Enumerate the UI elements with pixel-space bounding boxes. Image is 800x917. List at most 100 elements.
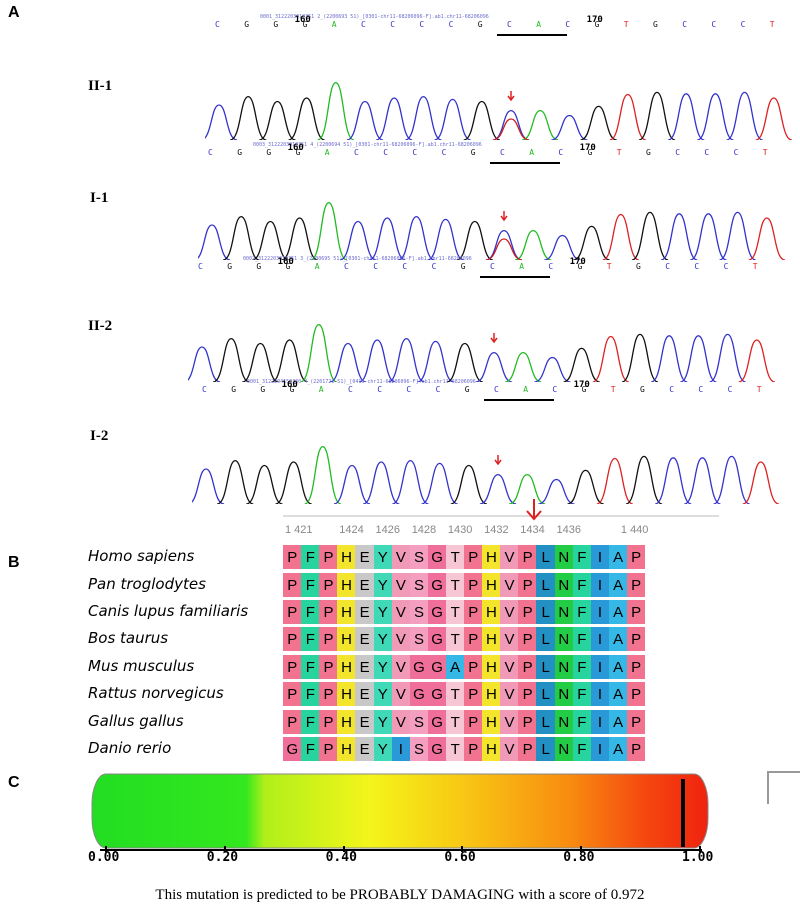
- aa-residue: Y: [373, 682, 393, 706]
- base-call: C: [552, 385, 558, 394]
- position-170: 170: [579, 143, 596, 153]
- aa-residue: L: [536, 573, 555, 597]
- base-call: C: [694, 262, 700, 271]
- peak-C: [479, 473, 517, 504]
- aa-residue: T: [445, 600, 465, 624]
- mutation-marker-icon: [490, 332, 498, 343]
- trace-file-name: 0001_3122203010351 2_(2200693 51)_[0301-…: [260, 14, 489, 20]
- peak-C: [544, 234, 581, 260]
- aa-residue: I: [590, 737, 610, 761]
- aa-residue: P: [319, 545, 338, 569]
- aa-residue: F: [301, 655, 320, 679]
- aa-residue: V: [500, 682, 519, 706]
- base-call: G: [594, 20, 600, 29]
- peak-T: [592, 335, 630, 382]
- polyphen-score-bar: [91, 773, 709, 851]
- peak-T: [602, 213, 640, 260]
- aa-residue: A: [608, 737, 628, 761]
- aa-residue: V: [500, 627, 519, 651]
- aa-residue: P: [283, 710, 302, 734]
- base-call: C: [215, 20, 220, 29]
- scale-tick: [580, 846, 583, 852]
- aa-residue: P: [626, 655, 646, 679]
- species-name: Bos taurus: [88, 629, 169, 647]
- sample-label: I-2: [90, 428, 109, 444]
- peak-G: [450, 464, 488, 504]
- aa-residue: G: [427, 682, 447, 706]
- position-160: 160: [287, 143, 304, 153]
- peak-C: [417, 340, 454, 382]
- base-call: G: [285, 262, 291, 271]
- aa-residue: V: [391, 682, 411, 706]
- aa-residue: A: [608, 655, 628, 679]
- aa-residue: G: [427, 627, 447, 651]
- peak-A: [300, 323, 338, 382]
- base-call: C: [698, 385, 704, 394]
- trace-file-name: 0003_3122203010351 4_(2200694 51)_[0301-…: [253, 142, 482, 148]
- aa-residue: N: [554, 545, 574, 569]
- base-call: T: [606, 262, 612, 271]
- peak-G: [259, 100, 296, 140]
- base-call: T: [623, 20, 629, 29]
- aa-residue: Y: [373, 600, 393, 624]
- base-call: C: [507, 20, 512, 29]
- aa-residue: F: [572, 655, 592, 679]
- species-name: Danio rerio: [88, 739, 172, 757]
- base-call: C: [431, 262, 437, 271]
- peak-C: [375, 97, 413, 140]
- base-call: G: [640, 385, 645, 394]
- peak-A: [317, 81, 355, 140]
- peak-T: [742, 461, 780, 504]
- ruler-label: 1 440: [620, 524, 649, 536]
- base-call: G: [231, 385, 237, 394]
- aa-residue: P: [626, 737, 646, 761]
- peak-C: [388, 337, 425, 382]
- peak-C: [660, 213, 698, 260]
- peak-G: [580, 105, 617, 140]
- aa-residue: Y: [373, 573, 393, 597]
- base-call: T: [762, 148, 768, 157]
- peak-C: [534, 356, 571, 382]
- aa-residue: H: [482, 737, 501, 761]
- base-call: C: [669, 385, 675, 394]
- scale-tick-label: 0.60: [444, 850, 476, 865]
- peak-G: [625, 455, 663, 504]
- base-call: G: [460, 262, 466, 271]
- peak-C: [551, 114, 588, 140]
- peak-C: [726, 91, 763, 140]
- base-call: G: [636, 262, 641, 271]
- base-call: C: [441, 148, 447, 157]
- aa-residue: P: [319, 710, 338, 734]
- aa-residue: H: [482, 627, 501, 651]
- base-call: G: [653, 20, 658, 29]
- base-call: C: [344, 262, 349, 271]
- aa-residue: H: [337, 682, 356, 706]
- panel-b-label: B: [8, 554, 20, 571]
- peak-C: [392, 459, 429, 504]
- base-call: T: [756, 385, 762, 394]
- base-call: C: [448, 20, 454, 29]
- species-name: Homo sapiens: [88, 547, 195, 565]
- species-name: Pan troglodytes: [88, 575, 206, 593]
- species-name: Rattus norvegicus: [88, 684, 224, 702]
- base-call: T: [610, 385, 616, 394]
- aa-residue: H: [337, 600, 356, 624]
- peak-C: [339, 220, 377, 260]
- aa-residue: N: [554, 737, 574, 761]
- base-call: G: [289, 385, 295, 394]
- peak-A: [304, 445, 342, 504]
- peak-C: [192, 468, 225, 504]
- base-call: A: [536, 20, 542, 29]
- scale-corner-mark: [767, 771, 800, 804]
- peak-C: [427, 218, 464, 260]
- peak-C: [333, 464, 371, 504]
- peak-C: [492, 109, 530, 140]
- peak-G: [212, 337, 250, 382]
- base-call: G: [295, 148, 301, 157]
- aa-residue: F: [572, 737, 592, 761]
- peak-G: [216, 459, 254, 504]
- base-call: A: [523, 385, 529, 394]
